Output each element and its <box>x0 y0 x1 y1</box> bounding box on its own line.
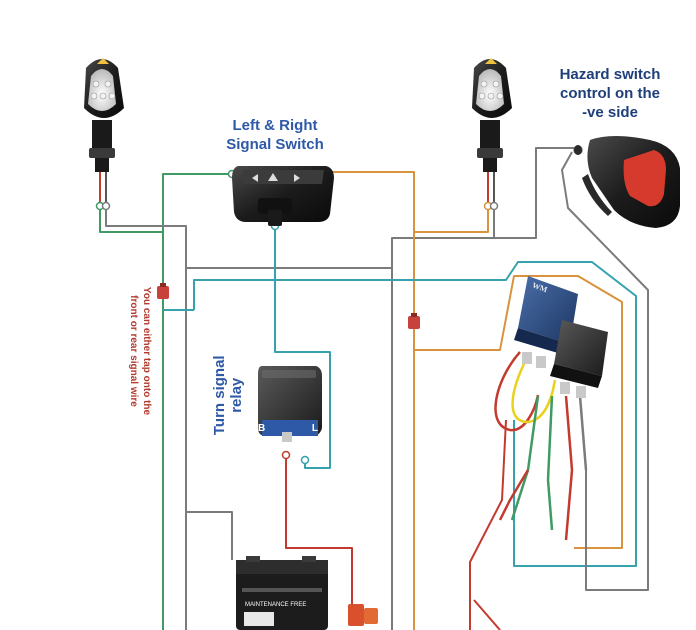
tap-connector-left <box>157 283 169 299</box>
turn-signal-relay <box>258 366 322 442</box>
wire-green-left <box>99 173 232 233</box>
harness-yellow <box>511 355 557 424</box>
signal-switch-label: Left & Right Signal Switch <box>226 117 324 153</box>
wire-orange-tap <box>414 208 489 233</box>
battery <box>236 556 378 630</box>
wire-teal-hazard <box>193 261 637 567</box>
relay-terminal-l-dot <box>300 455 310 465</box>
wire-grey-right <box>391 208 495 268</box>
wire-orange-right <box>320 171 415 630</box>
turn-signal-relay-label: Turn signal relay <box>210 355 245 436</box>
left-indicator-terminal-2 <box>101 201 111 211</box>
relay-terminal-b-dot <box>281 450 291 460</box>
right-indicator-terminal-2 <box>489 201 499 211</box>
hazard-switch-label: Hazard switch control on the -ve side <box>559 66 661 121</box>
harness-green-2 <box>546 395 554 531</box>
tap-connector-right <box>408 313 420 329</box>
harness-grey <box>578 395 588 471</box>
wire-grey-hazard <box>494 147 578 239</box>
signal-switch <box>232 166 334 226</box>
wire-teal-switch <box>274 226 331 469</box>
wire-red-relay <box>285 458 353 612</box>
right-indicator <box>472 58 512 172</box>
relay-terminal-l: L <box>311 423 318 434</box>
wire-grey-left <box>105 208 187 630</box>
wire-grey-bottom <box>186 511 233 560</box>
battery-label: MAINTENANCE FREE <box>245 602 307 608</box>
hazard-switch <box>574 136 680 228</box>
harness-red-down <box>498 469 530 521</box>
wire-red-hazard-2 <box>473 599 501 630</box>
relay-terminal-labels: B L <box>258 423 318 434</box>
tap-note: You can either tap onto the front or rea… <box>128 286 152 416</box>
left-indicator <box>84 58 124 172</box>
harness-red-2 <box>564 395 574 541</box>
wire-grey-hazard-loop <box>561 151 649 591</box>
harness-red <box>494 351 540 432</box>
wire-orange-hazard <box>414 275 623 549</box>
wire-red-hazard <box>469 419 507 630</box>
hazard-relay-pair <box>514 276 608 398</box>
relay-terminal-b: B <box>258 423 266 434</box>
